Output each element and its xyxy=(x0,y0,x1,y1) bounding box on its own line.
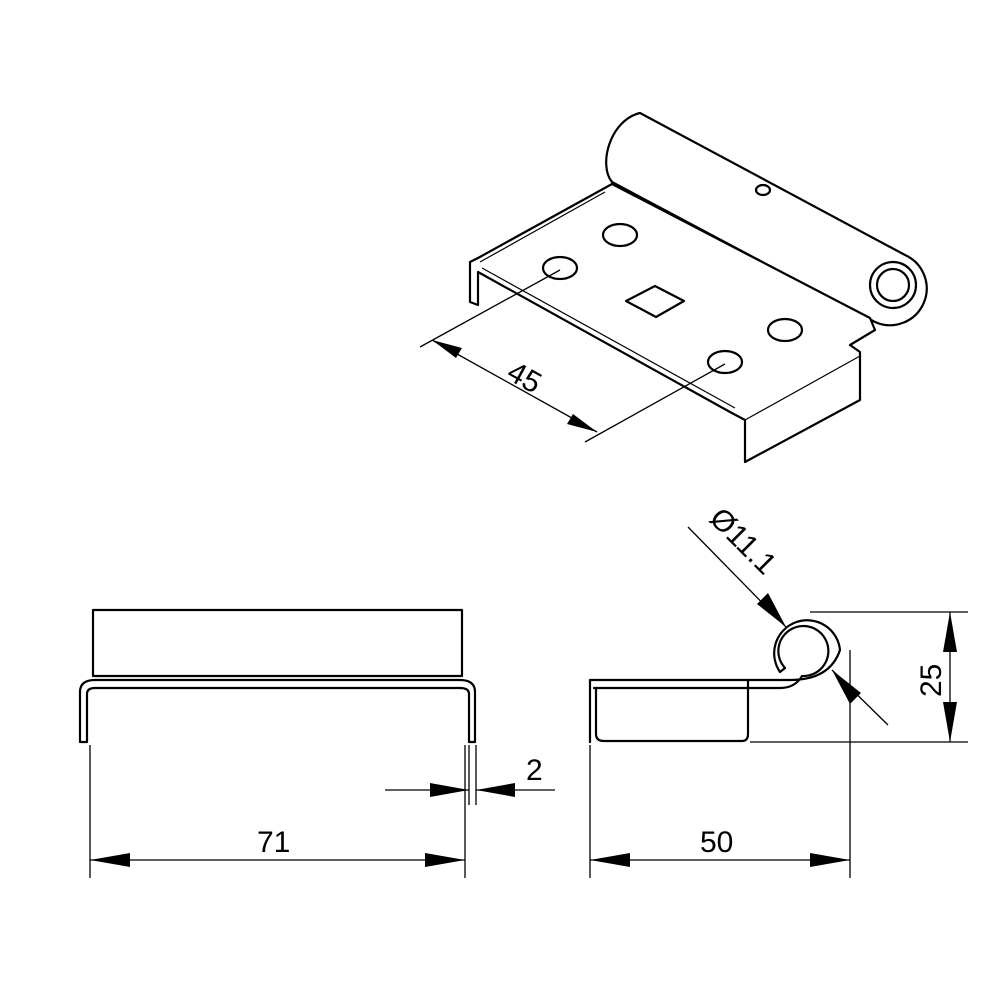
mounting-holes xyxy=(541,222,804,375)
dimension-label-2: 2 xyxy=(526,754,543,787)
plate-side-with-barrel xyxy=(588,619,842,744)
dimension-label-diameter: Ø11.1 xyxy=(703,502,783,582)
dimension-label-45: 45 xyxy=(502,355,547,400)
dimension-thickness: 2 xyxy=(385,745,555,805)
barrel-pin-hole xyxy=(754,183,772,197)
front-view: 71 2 xyxy=(78,608,555,878)
side-view: 25 50 Ø11.1 xyxy=(588,502,968,878)
plate-edges xyxy=(479,191,861,421)
dimension-label-25: 25 xyxy=(915,664,948,697)
barrel-front xyxy=(91,608,464,678)
hinge-barrel xyxy=(605,111,928,327)
dimension-label-71: 71 xyxy=(257,826,290,859)
barrel-end-inner xyxy=(875,267,911,303)
dimension-label-50: 50 xyxy=(700,826,733,859)
isometric-view: 45 xyxy=(419,111,928,464)
dimension-width: 71 xyxy=(89,745,466,878)
plate-front xyxy=(78,678,477,744)
square-hole xyxy=(624,284,686,319)
flange-side xyxy=(594,678,750,743)
dimension-height: 25 xyxy=(750,611,968,743)
dimension-barrel-diameter: Ø11.1 xyxy=(687,502,889,726)
dimension-depth: 50 xyxy=(589,650,851,878)
